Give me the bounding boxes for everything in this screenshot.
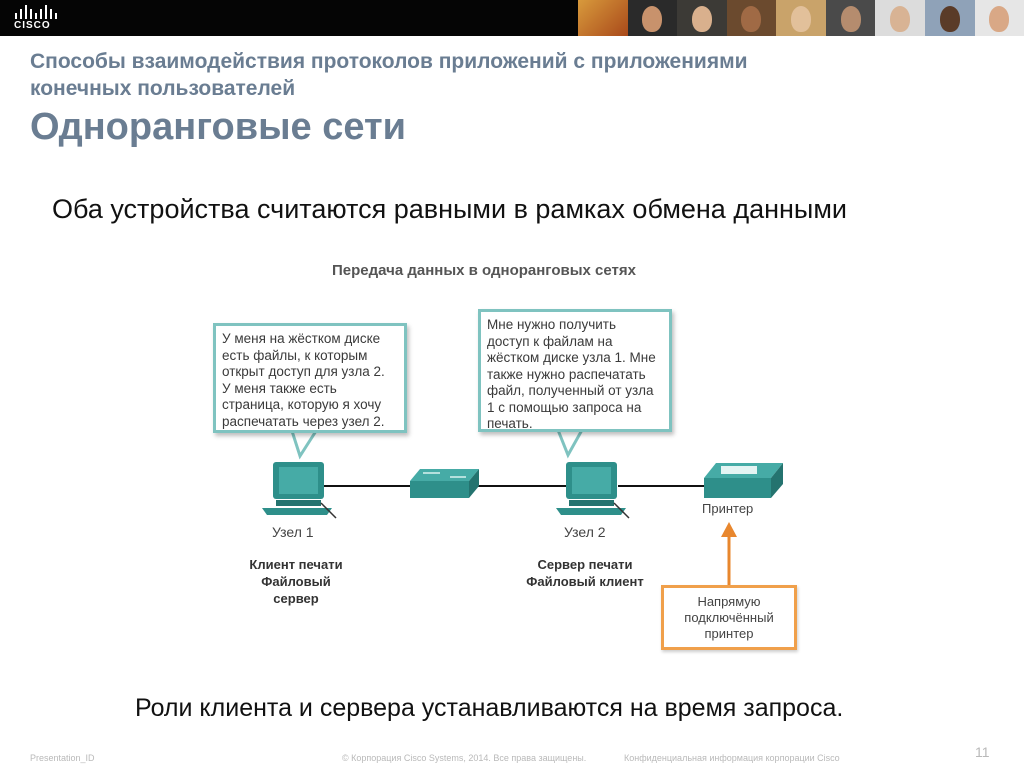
- role-line: Сервер печати: [537, 557, 633, 572]
- arrow-up-icon: [721, 522, 737, 537]
- bottom-text: Роли клиента и сервера устанавливаются н…: [135, 694, 844, 722]
- slide-title: Одноранговые сети: [30, 106, 406, 148]
- subtitle-line: Способы взаимодействия протоколов прилож…: [30, 50, 748, 73]
- photo-tile: [776, 0, 826, 36]
- callout-line: страница, которую я хочу: [222, 397, 382, 412]
- switch-icon: [410, 469, 479, 498]
- callout2-tail: [555, 428, 585, 459]
- footer-presentation-id: Presentation_ID: [30, 753, 95, 763]
- printer-note: Напрямую подключённый принтер: [661, 585, 797, 650]
- photo-tile: [677, 0, 727, 36]
- cisco-logo: CISCO: [10, 3, 70, 33]
- callout-line: печать.: [487, 416, 533, 431]
- node2-roles: Сервер печати Файловый клиент: [510, 556, 660, 590]
- printer-label: Принтер: [702, 501, 754, 516]
- photo-tile: [974, 0, 1024, 36]
- photo-tile: [627, 0, 678, 36]
- slide-subtitle: Способы взаимодействия протоколов прилож…: [30, 48, 970, 102]
- photo-tile: [924, 0, 975, 36]
- callout-line: также нужно распечатать: [487, 366, 646, 382]
- photo-tile: [875, 0, 925, 36]
- role-line: Файловый: [261, 574, 331, 589]
- callout-line: есть файлы, к которым: [222, 347, 368, 363]
- computer-icon: [556, 462, 630, 519]
- callout-line: У меня на жёстком диске: [222, 331, 381, 346]
- computer-icon: [262, 462, 337, 519]
- photo-tile: [726, 0, 777, 36]
- callout-line: У меня также есть: [222, 380, 337, 396]
- logo-text: CISCO: [14, 20, 51, 31]
- diagram-title: Передача данных в одноранговых сетях: [332, 262, 636, 279]
- page-number: 11: [975, 744, 990, 760]
- cisco-bars-icon: [15, 5, 57, 19]
- photo-strip: [578, 0, 1024, 36]
- callout-line: Мне нужно получить: [487, 317, 617, 332]
- note-line: Напрямую: [697, 594, 761, 609]
- callout-line: 1 с помощью запроса на: [487, 399, 642, 415]
- photo-tile: [825, 0, 876, 36]
- role-line: Файловый клиент: [526, 574, 644, 589]
- role-line: сервер: [273, 591, 319, 606]
- footer-copyright: © Корпорация Cisco Systems, 2014. Все пр…: [342, 753, 587, 763]
- callout-line: жёстком диске узла 1. Мне: [487, 350, 656, 365]
- note-line: подключённый: [684, 610, 774, 625]
- photo-tile: [578, 0, 628, 36]
- subtitle-line: конечных пользователей: [30, 77, 296, 100]
- node2-label: Узел 2: [564, 524, 606, 540]
- callout-line: распечатать через узел 2.: [222, 413, 385, 429]
- node1-roles: Клиент печати Файловый сервер: [235, 556, 357, 607]
- callout-node1: У меня на жёстком диске есть файлы, к ко…: [213, 323, 407, 433]
- node1-label: Узел 1: [272, 524, 314, 540]
- role-line: Клиент печати: [249, 557, 343, 572]
- lead-text: Оба устройства считаются равными в рамка…: [52, 194, 847, 224]
- callout-node2: Мне нужно получить доступ к файлам на жё…: [478, 309, 672, 432]
- callout-line: доступ к файлам на: [487, 333, 613, 349]
- footer-confidential: Конфиденциальная информация корпорации C…: [624, 753, 840, 763]
- callout-line: открыт доступ для узла 2.: [222, 364, 385, 379]
- callout-line: файл, полученный от узла: [487, 383, 654, 398]
- note-line: принтер: [704, 626, 754, 641]
- callout1-tail: [289, 429, 319, 460]
- printer-icon: [704, 463, 783, 498]
- top-banner: CISCO: [0, 0, 1024, 36]
